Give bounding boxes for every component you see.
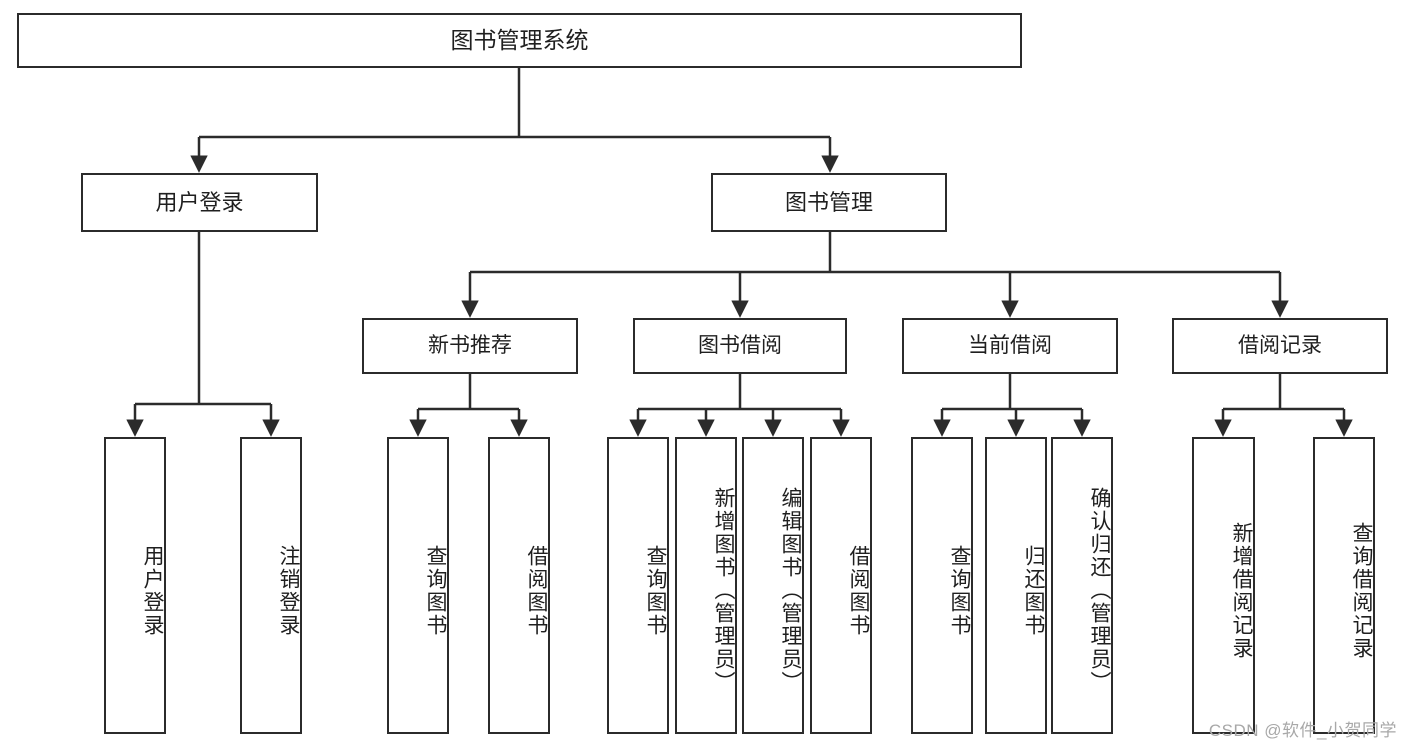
node-new-book-recommend[interactable]: 新书推荐 (362, 318, 578, 374)
node-leaf-confirm-return-admin[interactable]: 确认归还（管理员） (1051, 437, 1113, 734)
node-book-manage[interactable]: 图书管理 (711, 173, 947, 232)
leaf-label: 编辑图书（管理员） (779, 487, 802, 694)
leaf-label: 新增图书（管理员） (712, 487, 735, 694)
leaf-label: 查询图书 (644, 544, 667, 637)
leaf-label: 用户登录 (141, 544, 164, 637)
node-leaf-user-login[interactable]: 用户登录 (104, 437, 166, 734)
leaf-label: 确认归还（管理员） (1088, 487, 1111, 694)
leaf-label: 借阅图书 (525, 544, 548, 637)
node-leaf-add-book-admin[interactable]: 新增图书（管理员） (675, 437, 737, 734)
node-book-borrow[interactable]: 图书借阅 (633, 318, 847, 374)
node-leaf-borrow-book[interactable]: 借阅图书 (810, 437, 872, 734)
node-leaf-query-book-rec[interactable]: 查询图书 (387, 437, 449, 734)
node-leaf-edit-book-admin[interactable]: 编辑图书（管理员） (742, 437, 804, 734)
leaf-label: 借阅图书 (847, 544, 870, 637)
node-leaf-return-book[interactable]: 归还图书 (985, 437, 1047, 734)
leaf-label: 查询借阅记录 (1350, 521, 1373, 660)
node-root[interactable]: 图书管理系统 (17, 13, 1022, 68)
node-current-borrow[interactable]: 当前借阅 (902, 318, 1118, 374)
leaf-label: 新增借阅记录 (1230, 521, 1253, 660)
node-leaf-query-book-cur[interactable]: 查询图书 (911, 437, 973, 734)
node-user-login[interactable]: 用户登录 (81, 173, 318, 232)
node-leaf-borrow-book-rec[interactable]: 借阅图书 (488, 437, 550, 734)
leaf-label: 查询图书 (948, 544, 971, 637)
node-borrow-record[interactable]: 借阅记录 (1172, 318, 1388, 374)
leaf-label: 注销登录 (277, 544, 300, 637)
node-leaf-query-book-borrow[interactable]: 查询图书 (607, 437, 669, 734)
node-leaf-add-borrow-record[interactable]: 新增借阅记录 (1192, 437, 1255, 734)
leaf-label: 查询图书 (424, 544, 447, 637)
node-leaf-user-logout[interactable]: 注销登录 (240, 437, 302, 734)
leaf-label: 归还图书 (1022, 544, 1045, 637)
node-leaf-query-borrow-record[interactable]: 查询借阅记录 (1313, 437, 1375, 734)
